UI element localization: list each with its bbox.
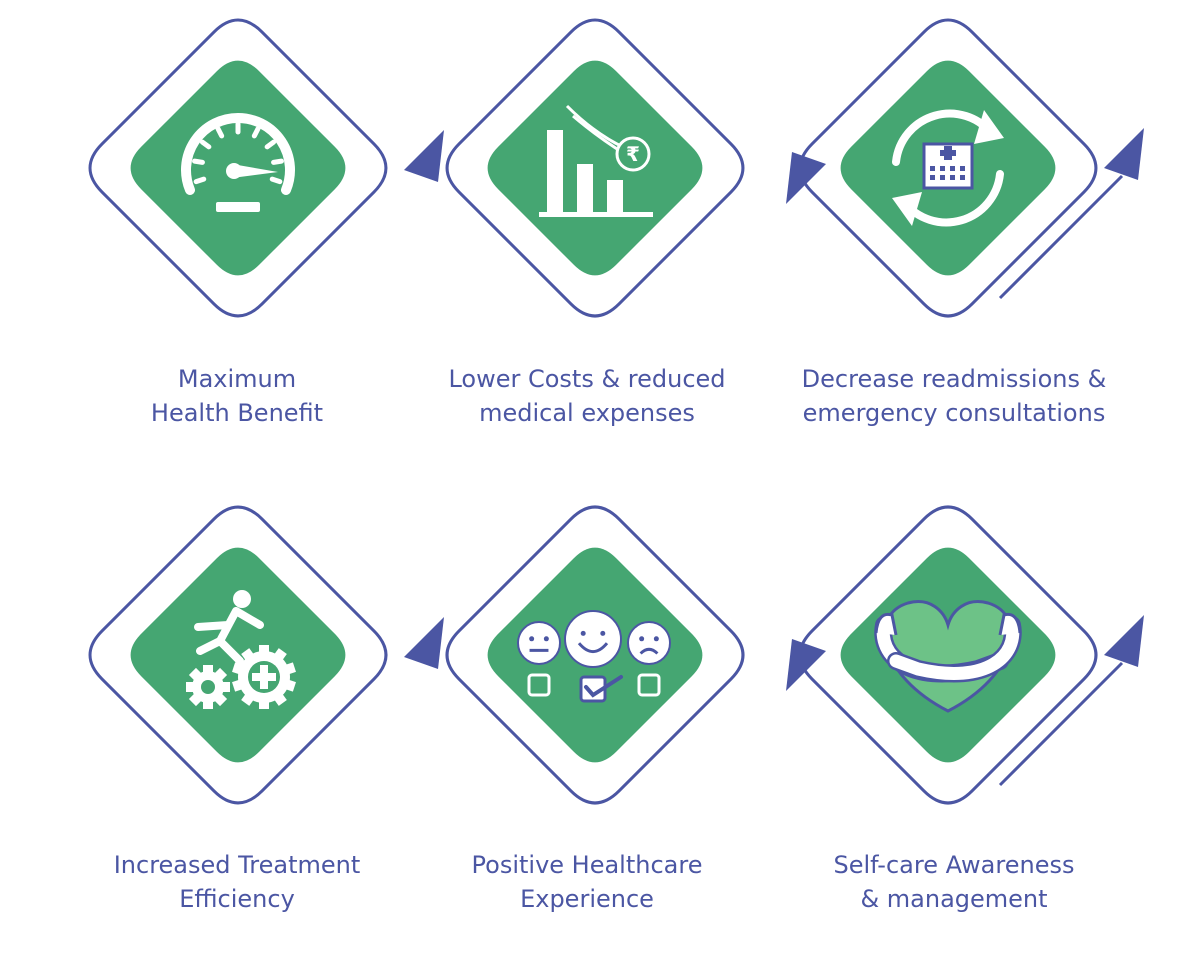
caption-self-care-awareness: Self-care Awareness & management <box>833 851 1075 913</box>
caption-decrease-readmissions: Decrease readmissions & emergency consul… <box>801 365 1107 427</box>
diagram-row-1: ₹ <box>88 18 1144 318</box>
caption-positive-healthcare-experience: Positive Healthcare Experience <box>471 851 703 913</box>
benefit-card-1-3 <box>798 18 1098 318</box>
declining-cost-chart-icon: ₹ <box>539 104 653 217</box>
speedometer-icon <box>181 113 295 212</box>
flow-arrow-2-3 <box>1104 615 1144 667</box>
benefit-card-2-1 <box>88 505 388 805</box>
flow-line-end <box>998 661 1124 787</box>
flow-arrow-2-2 <box>786 639 826 691</box>
flow-arrow-1-3 <box>1104 128 1144 180</box>
flow-arrow-2-1 <box>404 617 444 669</box>
caption-maximum-health-benefit: Maximum Health Benefit <box>150 365 324 427</box>
benefit-card-1-1 <box>88 18 388 318</box>
flow-arrow-1-1 <box>404 130 444 182</box>
diagram-row-2 <box>88 505 1144 805</box>
caption-increased-treatment-efficiency: Increased Treatment Efficiency <box>113 851 361 913</box>
feedback-faces-icon <box>517 610 671 703</box>
caption-lower-costs: Lower Costs & reduced medical expenses <box>448 365 726 427</box>
flow-arrow-1-2 <box>786 152 826 204</box>
self-hug-heart-icon <box>874 600 1022 713</box>
diamond-tile <box>487 60 703 276</box>
benefit-card-2-3 <box>798 505 1098 805</box>
rupee-symbol: ₹ <box>626 142 640 166</box>
running-person-gears-icon <box>186 590 296 709</box>
benefit-card-1-2: ₹ <box>445 18 745 318</box>
hospital-cycle-icon <box>892 109 1004 227</box>
benefit-card-2-2 <box>445 505 745 805</box>
flow-line-end <box>998 174 1124 300</box>
